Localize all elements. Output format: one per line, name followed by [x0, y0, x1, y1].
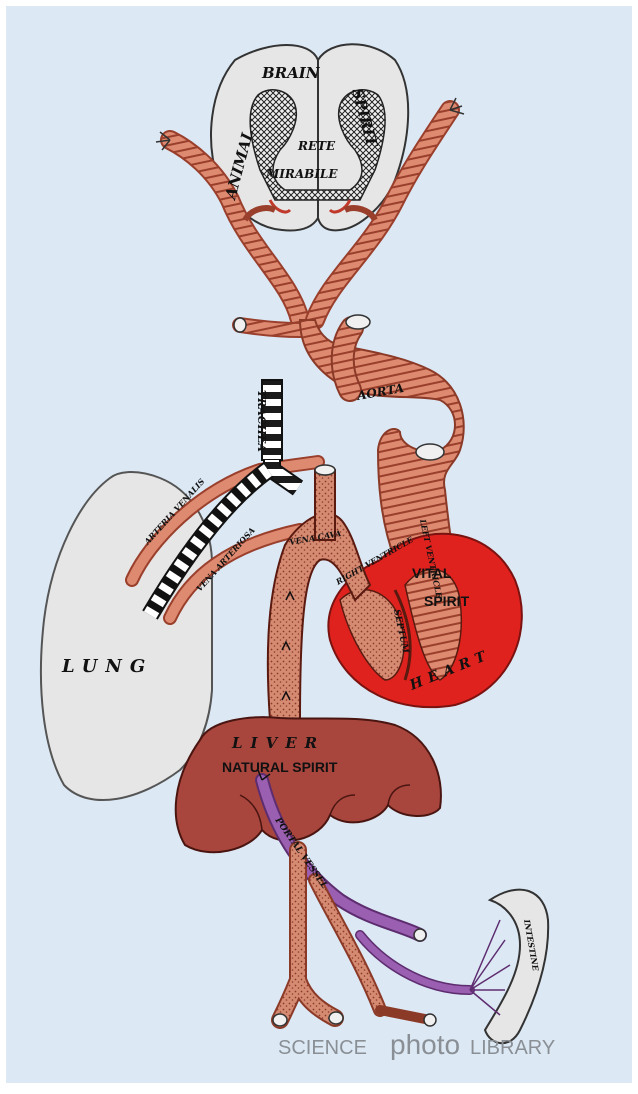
label-trachea: TRACHEA: [255, 390, 268, 452]
label-brain: BRAIN: [261, 64, 321, 82]
label-vital-spirit: SPIRIT: [424, 593, 470, 609]
watermark-library: LIBRARY: [470, 1037, 555, 1059]
label-natural-spirit: NATURAL SPIRIT: [222, 759, 338, 775]
watermark-science: SCIENCE: [278, 1037, 367, 1059]
label-lung: LUNG: [61, 656, 153, 677]
label-vital: VITAL: [412, 565, 452, 581]
watermark-photo: photo: [390, 1029, 460, 1060]
label-rete: RETE: [297, 139, 336, 153]
label-liver: LIVER: [231, 734, 325, 752]
label-mirabile: MIRABILE: [265, 167, 338, 181]
